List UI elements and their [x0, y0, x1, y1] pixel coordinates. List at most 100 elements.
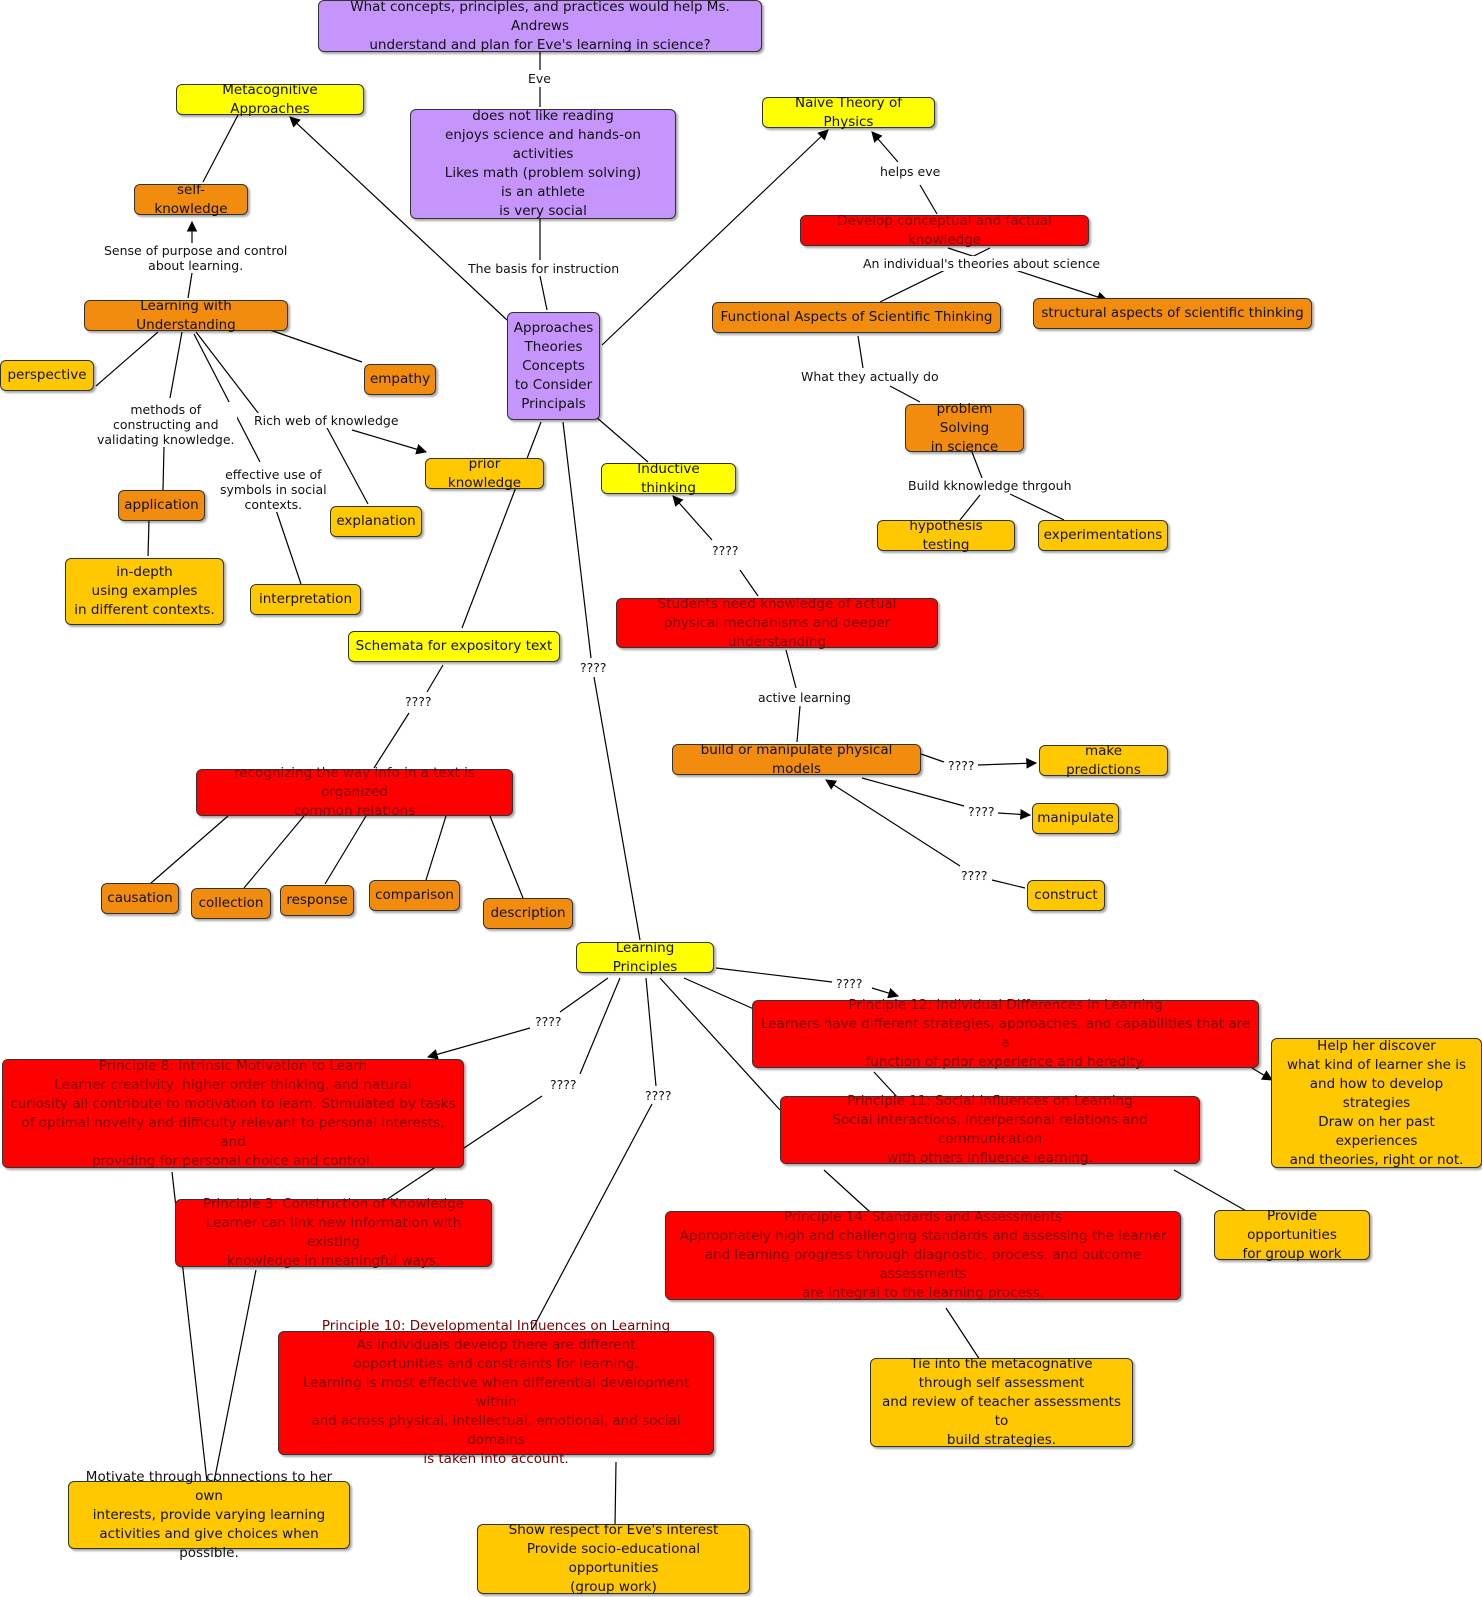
learning-with-understanding[interactable]: Learning with Understanding [84, 298, 288, 333]
link-label-basis: The basis for instruction [466, 261, 622, 276]
edge-problem-build [971, 451, 983, 479]
relation-causation[interactable]: causation [101, 883, 179, 914]
empathy[interactable]: empathy [364, 364, 436, 395]
link-label-eve: Eve [526, 71, 553, 86]
link-label-methods: methods of constructing and validating k… [95, 402, 237, 447]
manipulate[interactable]: manipulate [1032, 803, 1119, 834]
edge-qp3-p3 [385, 1095, 543, 1201]
edge-lp-qp8 [559, 977, 609, 1013]
edge-q-inductive [672, 495, 713, 541]
provide-group-work[interactable]: Provide opportunities for group work [1214, 1208, 1370, 1262]
principle-14[interactable]: Principle 14: Standards and Assessments … [665, 1209, 1181, 1301]
eve-traits[interactable]: does not like reading enjoys science and… [410, 108, 676, 219]
edge-approaches-metacog [289, 116, 508, 321]
edge-lwu-sense [187, 272, 193, 299]
edge-effective-interp [275, 509, 302, 585]
perspective[interactable]: perspective [0, 360, 94, 391]
principle-10[interactable]: Principle 10: Developmental Influences o… [278, 1318, 714, 1467]
edge-lp-p12 [683, 977, 757, 1011]
edge-lwu-richweb [195, 331, 263, 419]
explanation[interactable]: explanation [330, 506, 422, 537]
inductive-thinking[interactable]: Inductive thinking [601, 461, 736, 496]
edge-students-active [785, 649, 797, 689]
schemata-expository-text[interactable]: Schemata for expository text [348, 631, 560, 662]
edge-qp10-p10 [531, 1103, 653, 1331]
edge-helps-naive [871, 131, 899, 163]
in-depth-examples[interactable]: in-depth using examples in different con… [65, 558, 224, 625]
relation-description[interactable]: description [483, 898, 573, 929]
edge-application-indepth [147, 519, 150, 557]
interpretation[interactable]: interpretation [250, 584, 361, 615]
edge-lwu-effective [193, 333, 261, 463]
self-knowledge[interactable]: self-knowledge [134, 182, 248, 217]
relation-comparison[interactable]: comparison [369, 880, 460, 911]
link-label-sense-of-purpose: Sense of purpose and control about learn… [102, 243, 290, 273]
problem-solving-science[interactable]: problem Solving in science [905, 401, 1024, 455]
edge-p14-tie [945, 1307, 981, 1361]
edge-functional-what [857, 335, 864, 369]
edge-q-recognizing [373, 712, 410, 769]
approaches-node[interactable]: Approaches Theories Concepts to Consider… [507, 312, 600, 420]
link-label-q-construct: ???? [959, 868, 990, 883]
principle-8[interactable]: Principle 8: Intrinsic Motivation to Lea… [2, 1058, 464, 1169]
edge-what-problem [889, 385, 921, 403]
principle-11[interactable]: Principle 11: Social Influences on Learn… [780, 1093, 1200, 1166]
build-manipulate-models[interactable]: build or manipulate physical models [672, 742, 921, 777]
edge-richweb-prior [351, 429, 428, 455]
edge-p12-help [1251, 1067, 1273, 1081]
edge-rec-comparison [425, 815, 447, 881]
learning-principles[interactable]: Learning Principles [576, 940, 714, 975]
edge-lp-qp10 [645, 977, 657, 1087]
link-label-q-predictions: ???? [946, 758, 977, 773]
students-need-knowledge[interactable]: Students need knowledge of actual physic… [616, 596, 938, 650]
link-label-q-inductive: ???? [710, 543, 741, 558]
motivate-through-interests[interactable]: Motivate through connections to her own … [68, 1469, 350, 1561]
link-label-what-they-do: What they actually do [799, 369, 941, 384]
edge-develop-helps [919, 184, 938, 215]
edge-p3-motivate [213, 1269, 257, 1483]
edge-lp-qp12 [715, 967, 833, 983]
tie-into-metacognitive[interactable]: Tie into the metacognative through self … [870, 1356, 1133, 1448]
relation-response[interactable]: response [280, 885, 354, 916]
central-question[interactable]: What concepts, principles, and practices… [318, 0, 762, 53]
edge-rec-collection [243, 815, 305, 889]
edge-build-hypothesis [959, 494, 981, 521]
edge-qpred-predictions [977, 757, 1038, 769]
functional-aspects[interactable]: Functional Aspects of Scientific Thinkin… [712, 302, 1001, 333]
edge-lwu-perspective [95, 331, 159, 387]
help-her-discover[interactable]: Help her discover what kind of learner s… [1271, 1038, 1482, 1168]
edge-lwu-methods [169, 331, 183, 399]
edge-p11-p14 [823, 1169, 871, 1213]
edge-p11-group [1173, 1169, 1249, 1213]
recognizing-text-organization[interactable]: recognizing the way info in a text is or… [196, 765, 513, 819]
develop-conceptual-knowledge[interactable]: Develop conceptual and factual knowledge [800, 213, 1089, 248]
principle-12[interactable]: Principle 12: Individual Differences in … [752, 997, 1259, 1070]
make-predictions[interactable]: make predictions [1039, 743, 1168, 778]
edge-p12-p11 [873, 1071, 899, 1099]
edge-active-build [796, 705, 801, 743]
relation-collection[interactable]: collection [191, 888, 271, 919]
edge-lwu-empathy [269, 329, 363, 363]
naive-theory-physics[interactable]: Naive Theory of Physics [762, 95, 935, 130]
experimentations[interactable]: experimentations [1038, 520, 1168, 551]
construct[interactable]: construct [1027, 880, 1105, 911]
link-label-effective-use: effective use of symbols in social conte… [218, 467, 329, 512]
metacognitive-approaches[interactable]: Metacognitive Approaches [176, 82, 364, 117]
prior-knowledge[interactable]: prior knowledge [425, 456, 544, 491]
edge-build-qpred [920, 753, 945, 763]
edge-rec-description [489, 815, 524, 899]
edge-approaches-inductive [587, 409, 649, 463]
show-respect-interest[interactable]: Show respect for Eve's interest Provide … [477, 1522, 750, 1595]
application[interactable]: application [118, 490, 205, 521]
hypothesis-testing[interactable]: hypothesis testing [877, 518, 1015, 553]
structural-aspects[interactable]: structural aspects of scientific thinkin… [1033, 298, 1312, 329]
principle-3[interactable]: Principle 3: Construction of Knowledge L… [175, 1196, 492, 1269]
link-label-active-learning: active learning [756, 690, 853, 705]
link-label-q-p10: ???? [643, 1088, 674, 1103]
edge-approaches-schemata [461, 421, 542, 629]
edge-qmanip-manipulate [997, 809, 1032, 820]
edge-construct-qconstruct [991, 879, 1026, 889]
edge-lp-qp3 [579, 977, 621, 1075]
